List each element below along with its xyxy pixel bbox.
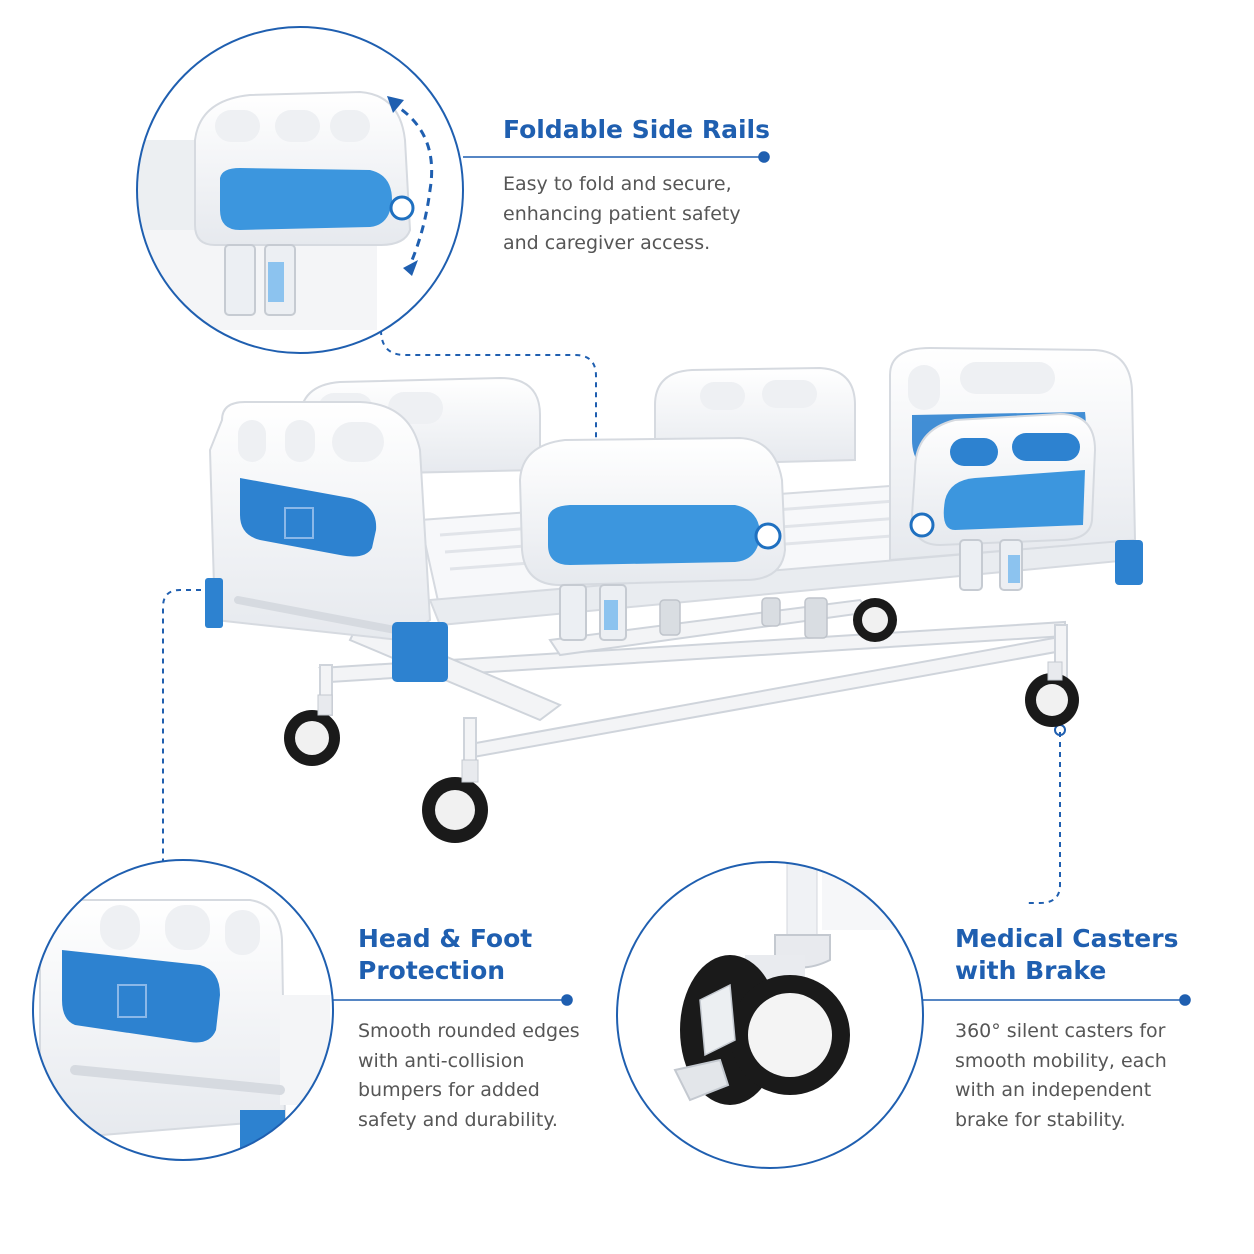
feature-title: Head & Foot Protection <box>358 924 533 985</box>
feature-description: Smooth rounded edges with anti-collision… <box>358 1020 580 1131</box>
feature-side-rails: Foldable Side Rails Easy to fold and sec… <box>503 114 770 259</box>
connector-lines <box>162 329 1061 904</box>
side-rail-closeup <box>136 26 464 354</box>
feature-medical-casters: Medical Casters with Brake 360° silent c… <box>955 923 1178 1135</box>
hospital-bed <box>205 346 1143 843</box>
leader-lines <box>330 151 1191 1006</box>
feature-title: Medical Casters with Brake <box>955 924 1179 985</box>
headboard-closeup <box>32 859 334 1161</box>
caster-wheels <box>284 598 1079 843</box>
feature-description: Easy to fold and secure, enhancing patie… <box>503 173 741 254</box>
caster-closeup <box>616 861 924 1169</box>
feature-title: Foldable Side Rails <box>503 115 770 144</box>
feature-description: 360° silent casters for smooth mobility,… <box>955 1020 1167 1131</box>
feature-head-foot-protection: Head & Foot Protection Smooth rounded ed… <box>358 923 580 1135</box>
